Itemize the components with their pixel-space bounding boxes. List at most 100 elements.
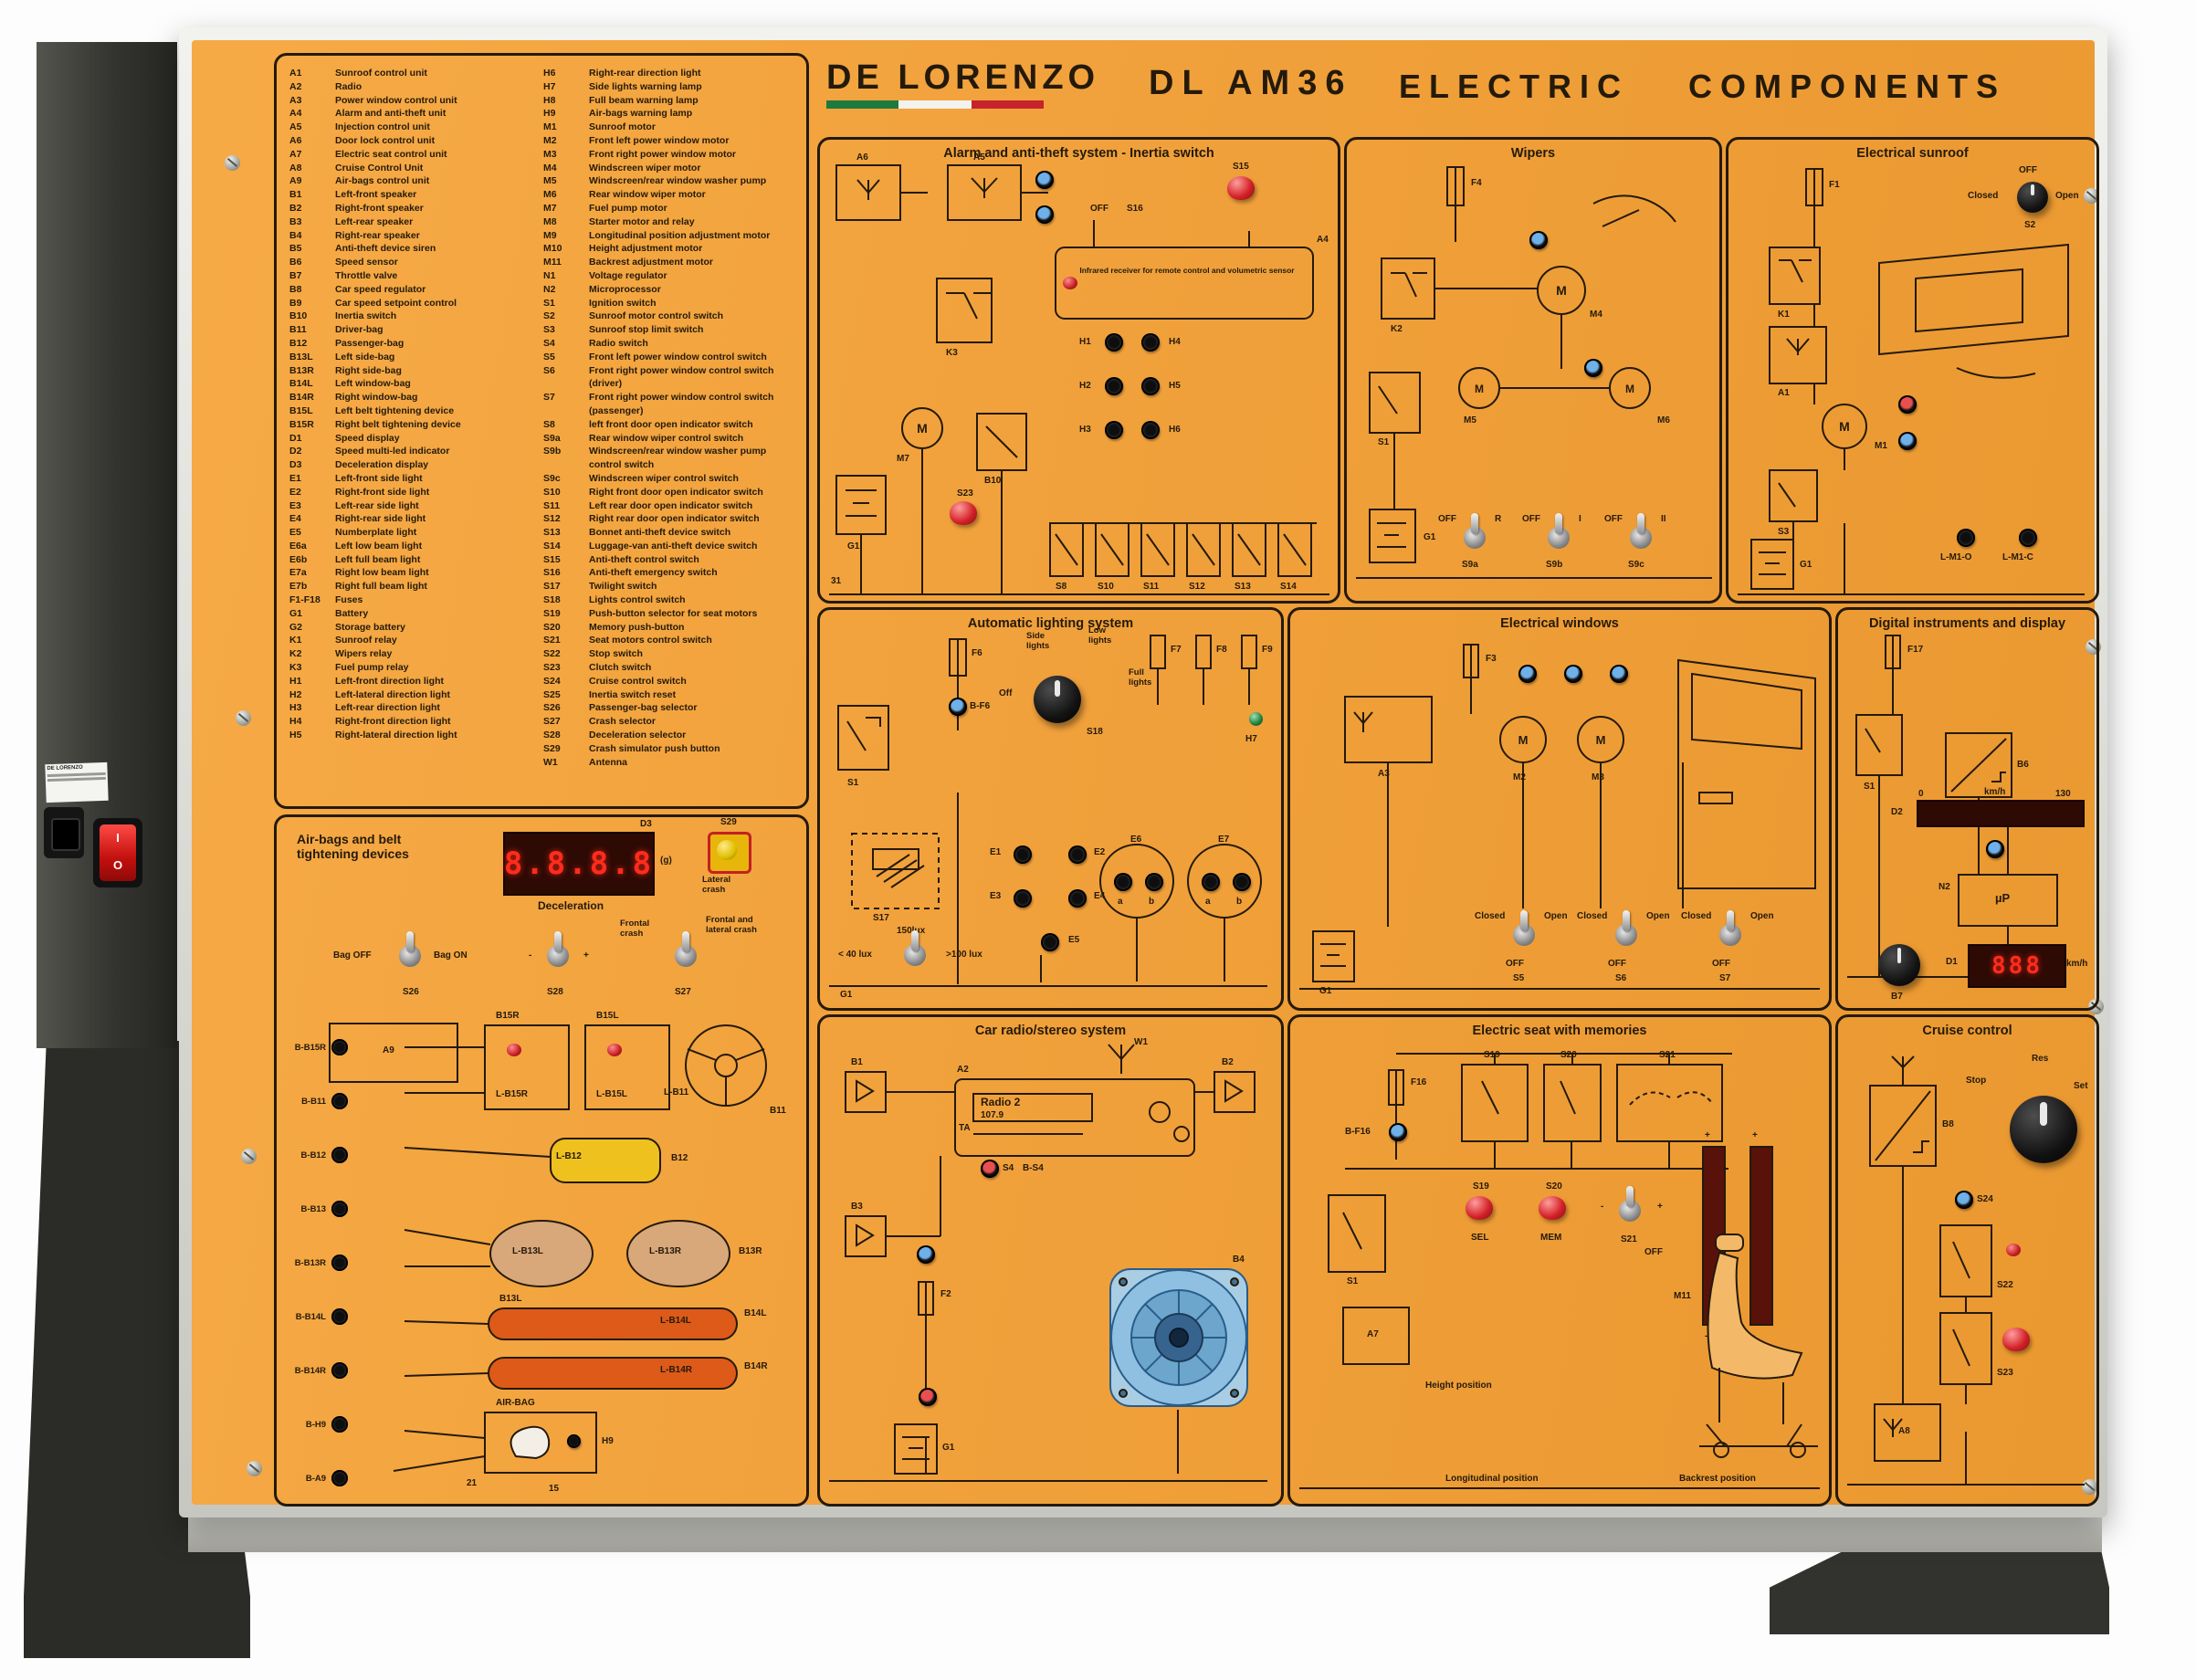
- power-inlet-socket[interactable]: [44, 807, 84, 858]
- power-rocker-switch[interactable]: I O: [93, 818, 142, 887]
- banana-jack[interactable]: [331, 1039, 348, 1055]
- legend-desc: Speed multi-led indicator: [335, 446, 450, 457]
- legend-code: A3: [289, 94, 302, 106]
- banana-jack[interactable]: [1105, 377, 1123, 395]
- window-toggle-passenger[interactable]: [1719, 910, 1741, 946]
- deceleration-toggle[interactable]: [547, 931, 569, 967]
- legend-row: S16 Anti-theft emergency switch: [543, 566, 797, 580]
- seat-selector-button[interactable]: [1466, 1196, 1493, 1220]
- washer-pump-toggle[interactable]: [1548, 513, 1570, 549]
- banana-jack[interactable]: [567, 1434, 581, 1448]
- legend-column-left: A1 Sunroof control unit A2 Radio A3 Powe…: [289, 67, 532, 742]
- banana-jack[interactable]: [1141, 333, 1160, 352]
- banana-jack[interactable]: [919, 1388, 937, 1406]
- component-label: L-B14L: [660, 1316, 691, 1326]
- banana-jack[interactable]: [1564, 665, 1582, 683]
- banana-jack[interactable]: [331, 1093, 348, 1109]
- component-label: G1: [942, 1443, 955, 1453]
- component-label: D3: [640, 819, 652, 829]
- banana-jack[interactable]: [331, 1201, 348, 1217]
- anti-theft-button[interactable]: [1227, 176, 1255, 200]
- component-label: D2: [1891, 807, 1903, 817]
- banana-jack[interactable]: [331, 1308, 348, 1325]
- cruise-selector-knob[interactable]: [2010, 1096, 2077, 1163]
- italian-flag-bar: [826, 100, 1044, 109]
- window-toggle-left[interactable]: [1513, 910, 1535, 946]
- banana-jack[interactable]: [981, 1160, 999, 1178]
- banana-jack[interactable]: [1610, 665, 1628, 683]
- banana-jack[interactable]: [1529, 231, 1548, 249]
- banana-jack[interactable]: [1389, 1123, 1407, 1141]
- section-seat: Electric seat with memories F16 B-F16 S1…: [1287, 1014, 1832, 1507]
- banana-jack[interactable]: [917, 1245, 935, 1264]
- section-title: Automatic lighting system: [967, 616, 1134, 631]
- banana-jack[interactable]: [331, 1255, 348, 1271]
- component-label: Backrest position: [1679, 1474, 1756, 1484]
- banana-jack[interactable]: [1518, 665, 1537, 683]
- passenger-bag-toggle[interactable]: [399, 931, 421, 967]
- legend-code: E7b: [289, 581, 308, 593]
- banana-jack[interactable]: [1105, 333, 1123, 352]
- component-label: B-S4: [1023, 1163, 1044, 1173]
- banana-jack[interactable]: [1068, 845, 1087, 864]
- lights-control-knob[interactable]: [1034, 676, 1081, 723]
- legend-code: F1-F18: [289, 594, 320, 606]
- component-label: A8: [1898, 1426, 1910, 1436]
- memory-button[interactable]: [1539, 1196, 1566, 1220]
- legend-desc: Cruise control switch: [589, 675, 687, 687]
- banana-jack[interactable]: [1141, 377, 1160, 395]
- banana-jack[interactable]: [1068, 889, 1087, 908]
- banana-jack[interactable]: [331, 1416, 348, 1433]
- clutch-button[interactable]: [2002, 1328, 2030, 1351]
- banana-jack[interactable]: [1584, 359, 1602, 377]
- legend-desc: Left low beam light: [335, 540, 423, 551]
- wiper-speed-toggle[interactable]: [1630, 513, 1652, 549]
- banana-jack[interactable]: [1202, 873, 1220, 891]
- banana-jack[interactable]: [331, 1362, 348, 1379]
- rear-wiper-toggle[interactable]: [1464, 513, 1486, 549]
- banana-jack[interactable]: [1233, 873, 1251, 891]
- component-label: M3: [1592, 772, 1604, 782]
- banana-jack[interactable]: [1957, 529, 1975, 547]
- window-toggle-driver[interactable]: [1615, 910, 1637, 946]
- component-label: S3: [1778, 527, 1790, 537]
- banana-jack[interactable]: [1114, 873, 1132, 891]
- banana-jack[interactable]: [1141, 421, 1160, 439]
- component-label: S27: [675, 987, 691, 997]
- clutch-button[interactable]: [950, 501, 977, 525]
- lighting-schematic: [829, 635, 1267, 987]
- legend-code: E4: [289, 513, 301, 525]
- banana-jack[interactable]: [1014, 889, 1032, 908]
- legend-code: A8: [289, 162, 302, 173]
- crash-selector-toggle[interactable]: [675, 931, 697, 967]
- banana-jack[interactable]: [1145, 873, 1163, 891]
- banana-jack[interactable]: [949, 698, 967, 716]
- component-label: S21: [1621, 1234, 1637, 1244]
- section-title: Cruise control: [1922, 1024, 2012, 1038]
- banana-jack[interactable]: [331, 1147, 348, 1163]
- sunroof-control-knob[interactable]: [2017, 182, 2048, 213]
- throttle-knob[interactable]: [1878, 944, 1920, 986]
- banana-jack[interactable]: [1955, 1191, 1973, 1209]
- legend-row: B14R Right window-bag: [289, 391, 532, 404]
- banana-jack[interactable]: [1041, 933, 1059, 951]
- banana-jack[interactable]: [1898, 395, 1917, 414]
- twilight-toggle[interactable]: [904, 930, 926, 966]
- banana-jack[interactable]: [331, 1470, 348, 1486]
- banana-jack[interactable]: [1035, 205, 1054, 224]
- component-label: K1: [1778, 310, 1790, 320]
- banana-jack[interactable]: [2019, 529, 2037, 547]
- banana-jack[interactable]: [1014, 845, 1032, 864]
- legend-code: S26: [543, 702, 561, 714]
- component-label: H3: [1079, 425, 1091, 435]
- banana-jack[interactable]: [1898, 432, 1917, 450]
- legend-row: B2 Right-front speaker: [289, 202, 532, 215]
- legend-row: S10 Right front door open indicator swit…: [543, 486, 797, 499]
- seat-motors-toggle[interactable]: [1619, 1186, 1641, 1222]
- legend-desc: Numberplate light: [335, 527, 417, 539]
- legend-row: E6b Left full beam light: [289, 553, 532, 567]
- crash-simulator-button[interactable]: [708, 832, 751, 874]
- banana-jack[interactable]: [1035, 171, 1054, 189]
- banana-jack[interactable]: [1986, 840, 2004, 858]
- banana-jack[interactable]: [1105, 421, 1123, 439]
